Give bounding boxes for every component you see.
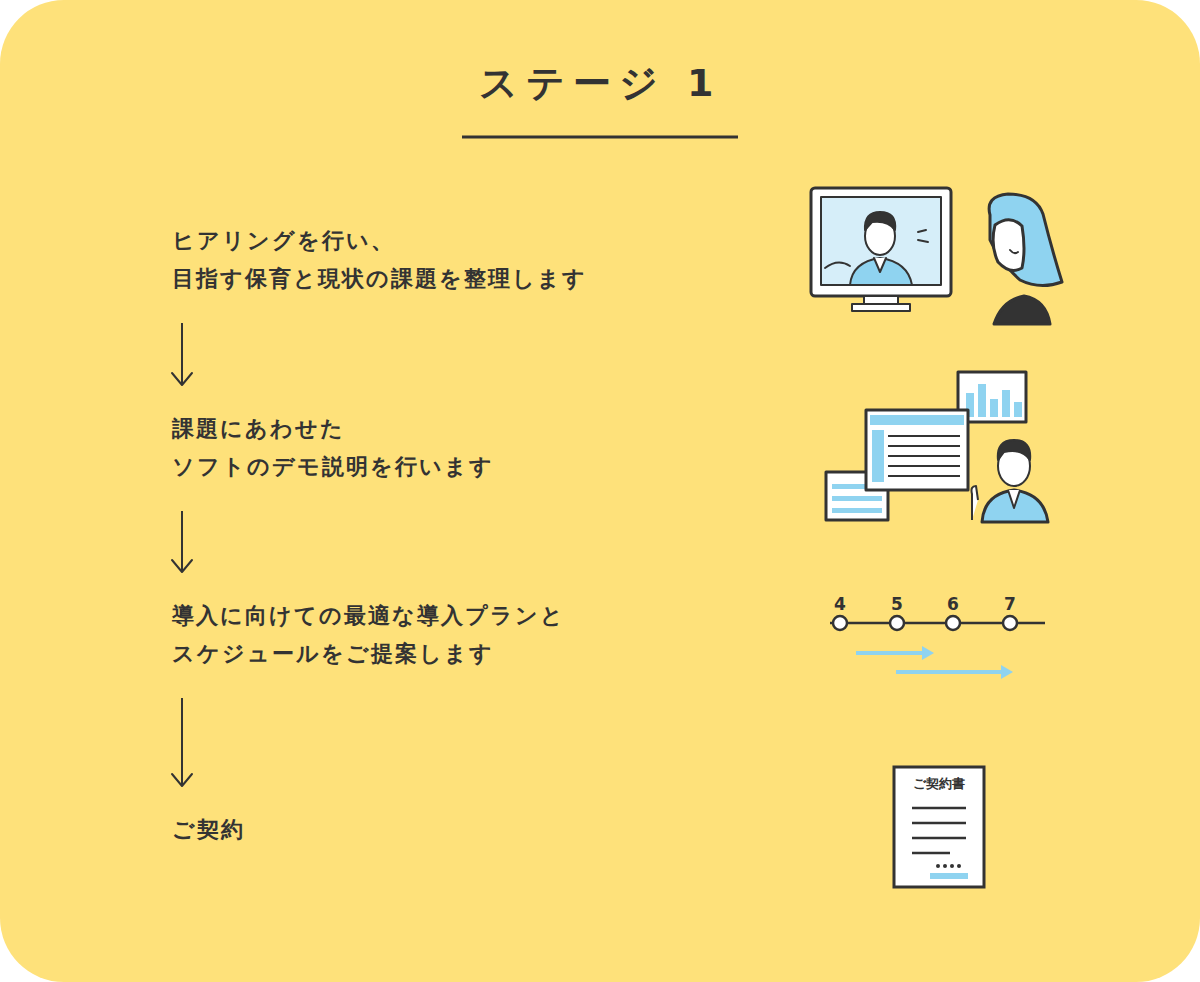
step-box: 課題にあわせた ソフトのデモ説明を行います	[172, 410, 494, 486]
flow-arrow	[172, 511, 192, 572]
arrow-shaft	[181, 323, 183, 385]
month-number: 5	[891, 594, 903, 614]
flow-arrow	[172, 323, 192, 385]
step-box: 導入に向けての最適な導入プランと スケジュールをご提案します	[172, 597, 565, 673]
month-number: 6	[947, 594, 959, 614]
step-text: 課題にあわせた ソフトのデモ説明を行います	[172, 410, 494, 486]
month-number: 4	[834, 594, 846, 614]
flow-arrow	[172, 698, 192, 786]
month-number: 7	[1004, 594, 1016, 614]
arrow-shaft	[181, 511, 183, 572]
stage-title: ステージ 1	[0, 58, 1200, 109]
step-box: ヒアリングを行い、 目指す保育と現状の課題を整理します	[172, 222, 587, 298]
step-text: 導入に向けての最適な導入プランと スケジュールをご提案します	[172, 597, 565, 673]
arrow-head	[172, 373, 192, 385]
arrow-shaft	[181, 698, 183, 786]
step-text: ご契約	[172, 811, 245, 849]
title-underline	[462, 136, 738, 139]
arrow-head	[172, 560, 192, 572]
arrow-head	[172, 774, 192, 786]
video-call-illustration	[811, 188, 1062, 324]
document-heading: ご契約書	[913, 775, 965, 793]
timeline-illustration	[830, 616, 1045, 679]
step-text: ヒアリングを行い、 目指す保育と現状の課題を整理します	[172, 222, 587, 298]
contract-illustration	[894, 767, 984, 887]
demo-illustration	[826, 372, 1048, 522]
step-box: ご契約	[172, 811, 245, 849]
